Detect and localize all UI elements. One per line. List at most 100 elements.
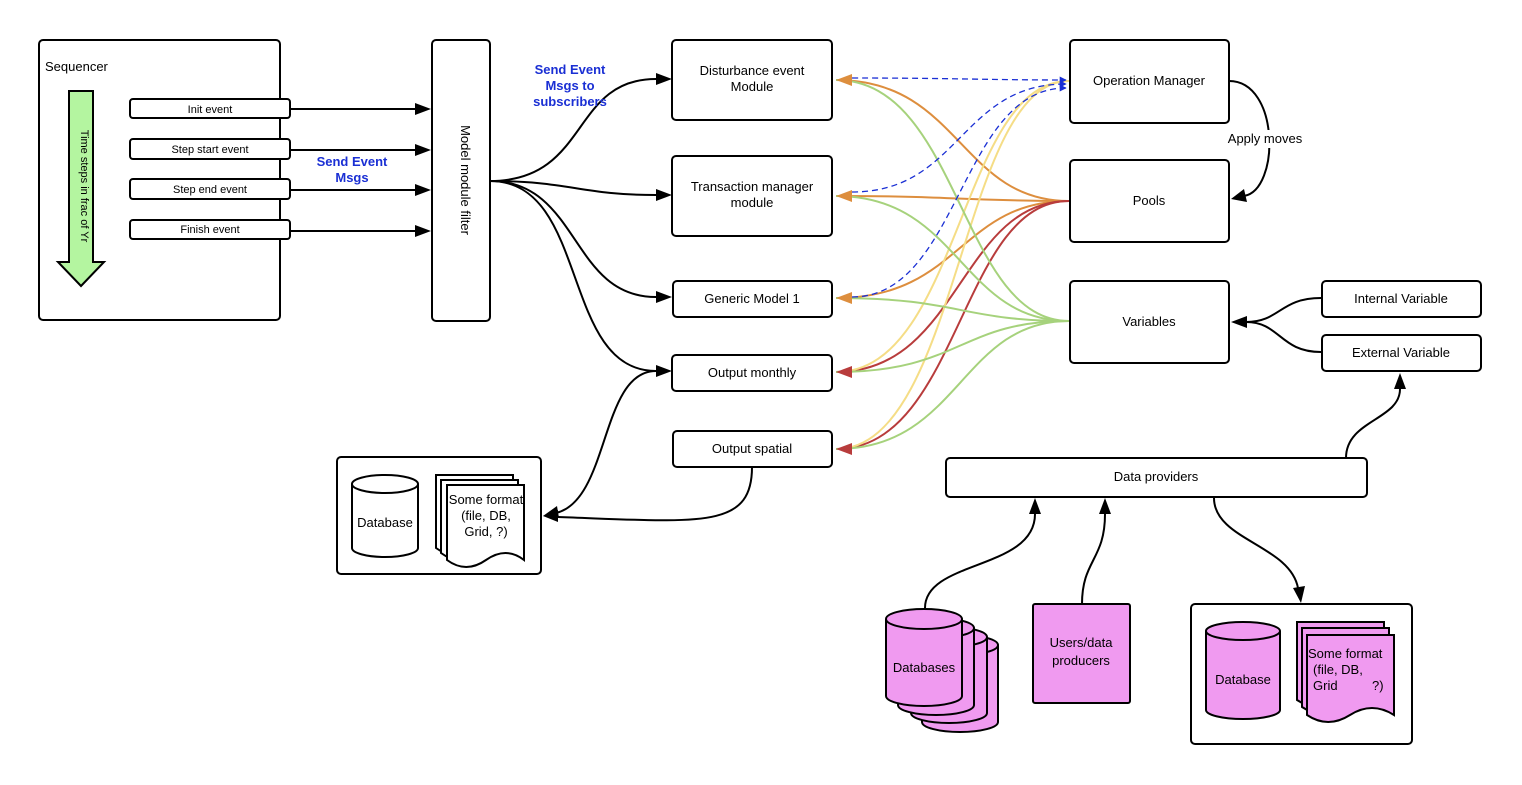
edge-output-monthly-storage [555,370,657,514]
output-storage: Database Some format (file, DB, Grid, ?) [336,456,542,575]
state-boxes: Operation Manager Pools Variables Intern… [1069,39,1482,372]
link-pools-output-spatial [835,200,1070,450]
model-module-filter [431,39,491,322]
transaction-module-label-1: Transaction manager [691,179,814,194]
edge-filter-disturbance [489,78,657,182]
operation-manager [1069,39,1230,124]
send-subscribers-label-2: Msgs to [545,78,594,93]
pools-label: Pools [1133,193,1166,208]
finish-event [129,219,291,240]
pool-links [835,74,1070,455]
arrowhead-finish [415,225,431,237]
data-providers-label: Data providers [1114,469,1199,484]
database-cylinder-right-top [1205,621,1281,641]
edge-filter-generic [489,180,657,298]
database-cylinder-right [1205,631,1281,720]
format-left-label-2: (file, DB, [461,508,511,523]
users-label-1: Users/data [1050,635,1114,650]
link-pools-output-monthly [835,200,1070,373]
format-page-1 [446,484,525,568]
disturbance-module-label-1: Disturbance event [700,63,805,78]
link-opman-output-spatial [835,80,1070,450]
arrowhead-apply-moves [1231,189,1247,202]
time-steps-arrow [55,90,107,288]
time-steps-label: Time steps in frac of Yr [78,130,90,243]
transaction-manager-module [671,155,833,237]
edge-filter-output-monthly [489,180,657,372]
link-vars-disturbance [835,79,1070,322]
external-variable-label: External Variable [1352,345,1450,360]
disturbance-module-label-2: Module [731,79,774,94]
step-end-event-label: Step end event [173,184,247,196]
arrowhead-disturbance [836,74,852,86]
modules: Disturbance event Module Transaction man… [671,39,833,468]
apply-moves-label: Apply moves [1228,131,1303,146]
pools [1069,159,1230,243]
database-cylinder-left [351,484,419,558]
format-right-label-3b: ?) [1372,678,1384,693]
operation-manager-label: Operation Manager [1093,73,1206,88]
db-cylinder-1-top [885,608,963,630]
init-event [129,98,291,119]
edge-internal-variables [1245,297,1322,323]
edge-users-providers [1081,513,1106,605]
databases-stack: Databases [885,608,999,733]
output-spatial [672,430,833,468]
arrowhead-providers-storage [1293,586,1305,603]
generic-model-label: Generic Model 1 [704,291,799,306]
arrowhead-spatial-storage [543,510,558,522]
edge-filter-transaction [489,180,657,196]
database-right-label: Database [1215,672,1271,687]
link-vars-transaction [835,195,1070,322]
arrowhead-to-transaction [656,189,672,201]
edge-output-spatial-storage [557,466,753,522]
link-pools-disturbance [835,79,1070,202]
internal-variable-label: Internal Variable [1354,291,1448,306]
internal-variable [1321,280,1482,318]
data-providers [945,457,1368,498]
link-transaction-opman [851,80,1067,193]
external-variable [1321,334,1482,372]
link-pools-generic [835,200,1070,299]
arrowhead-transaction [836,190,852,202]
link-generic-opman [851,84,1067,298]
arrowhead-generic [836,292,852,304]
database-left-label: Database [357,515,413,530]
arrowhead-to-external [1394,373,1406,389]
transaction-module-label-2: module [731,195,774,210]
format-right-page-1 [1306,634,1395,723]
link-vars-output-spatial [835,320,1070,450]
apply-moves-label-bg [1224,130,1308,148]
finish-event-label: Finish event [180,224,239,236]
arrowhead-users-providers [1099,498,1111,514]
arrowhead-to-generic [656,291,672,303]
variables-label: Variables [1122,314,1176,329]
edge-external-variables [1245,321,1322,353]
arrowhead-stepend [415,184,431,196]
link-disturbance-opman [851,76,1067,84]
send-event-msgs-label-2: Msgs [335,170,368,185]
black-connectors [290,73,1406,609]
arrowhead-stepstart [415,144,431,156]
users-data-producers [1032,603,1131,704]
arrowhead-output-monthly [836,366,852,378]
disturbance-module [671,39,833,121]
variables [1069,280,1230,364]
send-subscribers-label-1: Send Event [535,62,606,77]
output-monthly-label: Output monthly [708,365,797,380]
output-spatial-label: Output spatial [712,441,792,456]
link-opman-output-monthly [835,80,1070,373]
send-subscribers-label-3: subscribers [533,94,607,109]
format-left-label-3: Grid, ?) [464,524,507,539]
generic-model-1 [672,280,833,318]
edge-providers-storage [1213,497,1299,589]
arrowhead-to-output-monthly [656,365,672,377]
format-left-label-1: Some format [449,492,524,507]
step-end-event [129,178,291,200]
link-vars-output-monthly [835,320,1070,373]
input-storage: Database Some format (file, DB, Grid ?) [1190,603,1413,745]
step-start-event [129,138,291,160]
database-cylinder-left-top [351,474,419,494]
arrowhead-to-disturbance [656,73,672,85]
